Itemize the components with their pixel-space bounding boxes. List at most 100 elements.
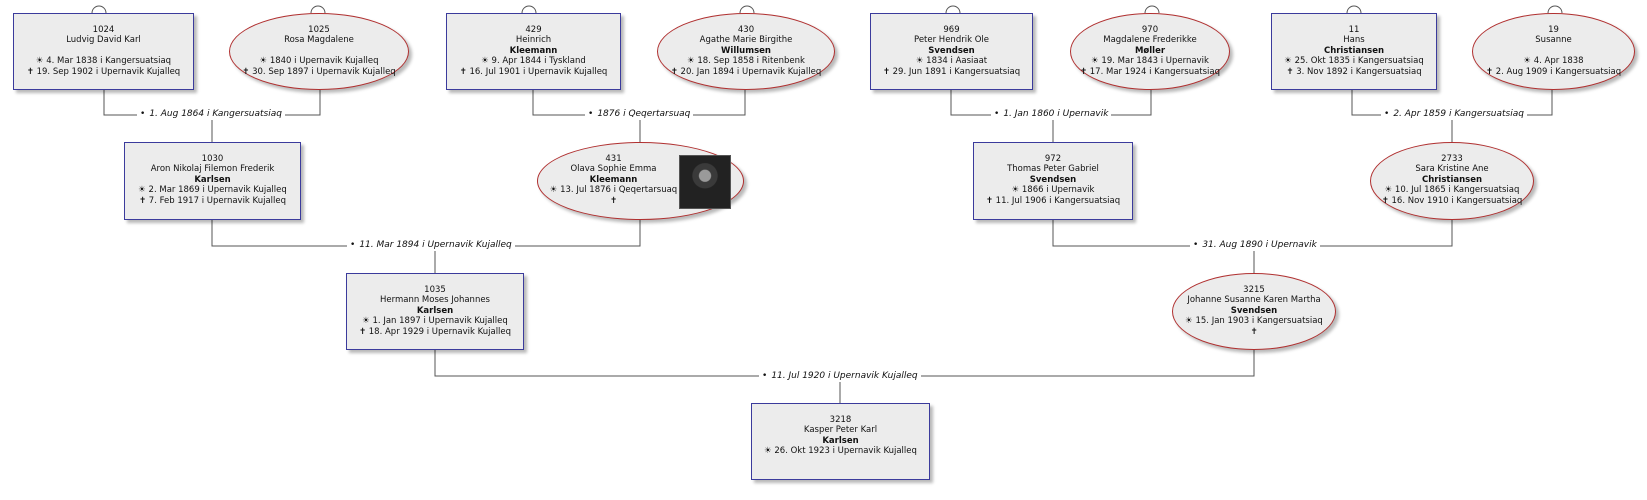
person-id: 11 [1348, 25, 1360, 35]
person-birth: ☀ 13. Jul 1876 i Qeqertarsuaq [549, 185, 678, 196]
person-id: 970 [1141, 25, 1159, 35]
person-death: ✝ 16. Nov 1910 i Kangersuatsiaq [1381, 195, 1523, 206]
person-2733[interactable]: 2733 Sara Kristine Ane Christiansen ☀ 10… [1370, 142, 1534, 220]
person-given-name: Magdalene Frederikke [1103, 35, 1197, 46]
person-970[interactable]: 970 Magdalene Frederikke Møller ☀ 19. Ma… [1070, 13, 1230, 90]
person-birth: ☀ 10. Jul 1865 i Kangersuatsiaq [1384, 185, 1520, 196]
person-given-name: Rosa Magdalene [284, 35, 354, 46]
person-death: ✝ 29. Jun 1891 i Kangersuatsiaq [882, 66, 1021, 77]
marriage-label: •11. Mar 1894 i Upernavik Kujalleq [347, 240, 515, 251]
person-1035[interactable]: 1035 Hermann Moses Johannes Karlsen ☀ 1.… [346, 273, 524, 350]
person-photo[interactable] [679, 155, 731, 209]
person-id: 1024 [92, 25, 115, 35]
person-19[interactable]: 19 Susanne ☀ 4. Apr 1838 ✝ 2. Aug 1909 i… [1472, 13, 1635, 90]
person-given-name: Hermann Moses Johannes [380, 295, 490, 306]
person-given-name: Kasper Peter Karl [803, 425, 878, 436]
person-id: 2733 [1441, 154, 1463, 164]
person-1030[interactable]: 1030 Aron Nikolaj Filemon Frederik Karls… [124, 142, 301, 220]
person-id: 429 [525, 25, 542, 35]
person-death: ✝ 18. Apr 1929 i Upernavik Kujalleq [358, 326, 512, 337]
person-3218[interactable]: 3218 Kasper Peter Karl Karlsen ☀ 26. Okt… [751, 403, 930, 480]
person-given-name: Thomas Peter Gabriel [1007, 164, 1099, 175]
person-birth: ☀ 1866 i Upernavik [1011, 185, 1095, 196]
person-surname: Karlsen [416, 305, 454, 316]
person-death: ✝ 30. Sep 1897 i Upernavik Kujalleq [242, 66, 396, 77]
person-id: 3218 [829, 415, 852, 425]
person-1025[interactable]: 1025 Rosa Magdalene ☀ 1840 i Upernavik K… [229, 13, 409, 90]
person-birth: ☀ 1834 i Aasiaat [915, 56, 988, 67]
person-death: ✝ [1250, 326, 1258, 337]
person-id: 3215 [1243, 285, 1265, 295]
marriage-dot-icon: • [140, 109, 146, 119]
person-given-name: Susanne [1535, 35, 1572, 46]
person-id: 430 [737, 25, 755, 35]
person-birth: ☀ 1. Jan 1897 i Upernavik Kujalleq [362, 316, 508, 327]
marriage-label: •1. Aug 1864 i Kangersuatsiaq [137, 109, 285, 120]
person-969[interactable]: 969 Peter Hendrik Ole Svendsen ☀ 1834 i … [870, 13, 1033, 90]
person-death: ✝ 2. Aug 1909 i Kangersuatsiaq [1485, 66, 1622, 77]
person-death: ✝ 3. Nov 1892 i Kangersuatsiaq [1286, 66, 1422, 77]
marriage-dot-icon: • [350, 240, 356, 250]
person-1024[interactable]: 1024 Ludvig David Karl ☀ 4. Mar 1838 i K… [13, 13, 194, 90]
person-birth: ☀ 1840 i Upernavik Kujalleq [259, 56, 379, 67]
person-430[interactable]: 430 Agathe Marie Birgithe Willumsen ☀ 18… [657, 13, 835, 90]
marriage-label: •2. Apr 1859 i Kangersuatsiaq [1381, 109, 1527, 120]
person-surname: Møller [1134, 45, 1166, 56]
person-given-name: Heinrich [515, 35, 552, 46]
person-given-name: Johanne Susanne Karen Martha [1187, 295, 1321, 306]
person-given-name: Ludvig David Karl [66, 35, 141, 46]
person-surname: Christiansen [1323, 45, 1385, 56]
person-death: ✝ 17. Mar 1924 i Kangersuatsiaq [1079, 66, 1221, 77]
person-id: 1035 [424, 285, 446, 295]
person-given-name: Olava Sophie Emma [570, 164, 657, 175]
person-id: 969 [943, 25, 960, 35]
person-429[interactable]: 429 Heinrich Kleemann ☀ 9. Apr 1844 i Ty… [446, 13, 621, 90]
person-431[interactable]: 431 Olava Sophie Emma Kleemann ☀ 13. Jul… [537, 142, 744, 220]
person-given-name: Peter Hendrik Ole [914, 35, 989, 46]
person-birth: ☀ 15. Jan 1903 i Kangersuatsiaq [1185, 316, 1323, 327]
person-given-name: Agathe Marie Birgithe [699, 35, 793, 46]
marriage-label: •31. Aug 1890 i Upernavik [1190, 240, 1320, 251]
person-birth: ☀ 9. Apr 1844 i Tyskland [481, 56, 586, 67]
person-given-name: Sara Kristine Ane [1415, 164, 1489, 175]
person-birth: ☀ 2. Mar 1869 i Upernavik Kujalleq [138, 185, 287, 196]
person-birth: ☀ 18. Sep 1858 i Ritenbenk [687, 56, 805, 67]
person-surname: Karlsen [822, 435, 859, 446]
person-death: ✝ 11. Jul 1906 i Kangersuatsiaq [985, 195, 1121, 206]
person-surname [14, 46, 193, 56]
marriage-dot-icon: • [994, 109, 1000, 119]
person-surname: Kleemann [589, 174, 638, 185]
person-id: 1025 [308, 25, 330, 35]
person-given-name: Aron Nikolaj Filemon Frederik [150, 164, 275, 175]
person-surname: Willumsen [721, 45, 771, 56]
person-surname: Karlsen [194, 174, 231, 185]
person-birth: ☀ 4. Mar 1838 i Kangersuatsiaq [35, 56, 172, 67]
person-death: ✝ 16. Jul 1901 i Upernavik Kujalleq [459, 66, 608, 77]
person-11[interactable]: 11 Hans Christiansen ☀ 25. Okt 1835 i Ka… [1271, 13, 1437, 90]
marriage-label: •11. Jul 1920 i Upernavik Kujalleq [759, 371, 921, 382]
marriage-dot-icon: • [1193, 240, 1199, 250]
person-id: 431 [605, 154, 622, 164]
marriage-dot-icon: • [1384, 109, 1390, 119]
person-3215[interactable]: 3215 Johanne Susanne Karen Martha Svends… [1172, 273, 1336, 350]
person-given-name: Hans [1343, 35, 1365, 46]
person-surname: Svendsen [1029, 174, 1077, 185]
person-id: 19 [1548, 25, 1559, 35]
person-death: ✝ 20. Jan 1894 i Upernavik Kujalleq [670, 66, 822, 77]
person-birth: ☀ 4. Apr 1838 [1523, 56, 1584, 67]
person-death: ✝ 7. Feb 1917 i Upernavik Kujalleq [138, 195, 287, 206]
person-id: 972 [1044, 154, 1062, 164]
person-surname [230, 46, 408, 56]
person-surname: Christiansen [1421, 174, 1483, 185]
marriage-label: •1876 i Qeqertarsuaq [585, 109, 694, 120]
person-death: ✝ 19. Sep 1902 i Upernavik Kujalleq [26, 66, 181, 77]
marriage-dot-icon: • [588, 109, 594, 119]
marriage-dot-icon: • [762, 371, 768, 381]
person-surname: Kleemann [509, 45, 558, 56]
person-surname [1473, 46, 1634, 56]
person-972[interactable]: 972 Thomas Peter Gabriel Svendsen ☀ 1866… [973, 142, 1133, 220]
person-id: 1030 [201, 154, 224, 164]
person-surname: Svendsen [1230, 305, 1278, 316]
person-surname: Svendsen [928, 45, 975, 56]
marriage-label: •1. Jan 1860 i Upernavik [991, 109, 1112, 120]
